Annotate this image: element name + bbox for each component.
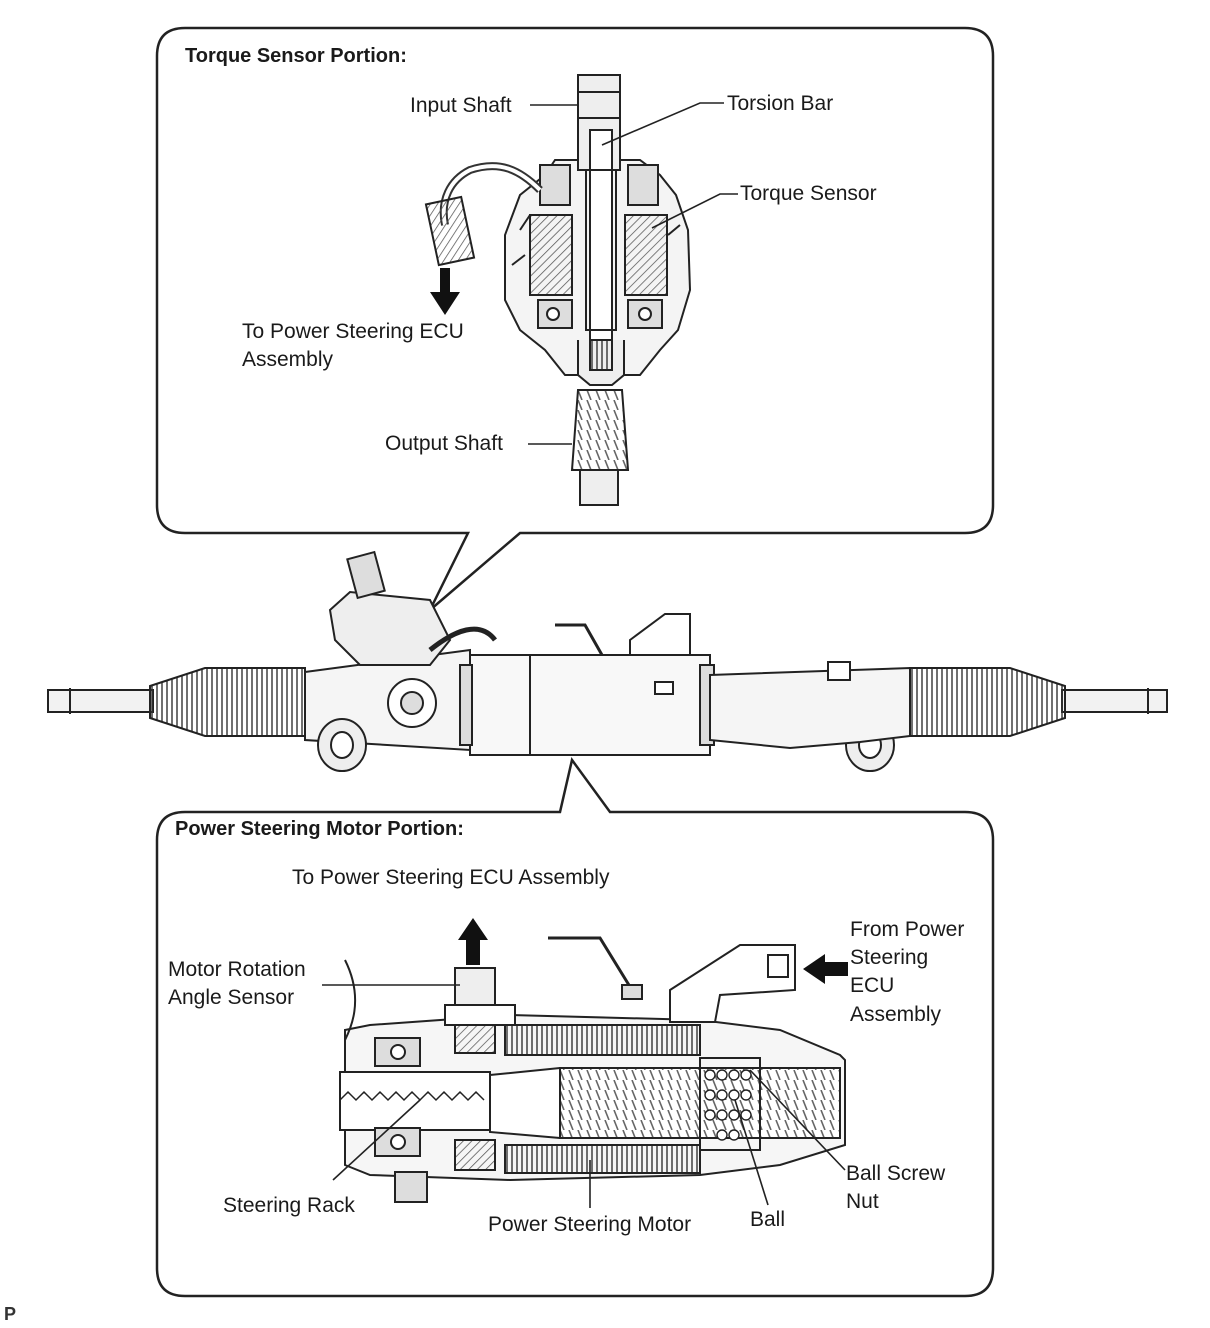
label-to-ecu-bottom: To Power Steering ECU Assembly xyxy=(292,866,610,889)
label-power-steering-motor: Power Steering Motor xyxy=(488,1213,692,1236)
label-ball-screw-nut-line1: Ball Screw xyxy=(846,1162,946,1185)
arrow-down-icon xyxy=(430,268,460,315)
label-torque-sensor: Torque Sensor xyxy=(740,182,877,205)
corner-tag: P xyxy=(4,1304,17,1324)
bottom-leader-lines xyxy=(322,984,846,1208)
bottom-panel-heading: Power Steering Motor Portion: xyxy=(175,818,464,840)
label-to-ecu-top-line2: Assembly xyxy=(242,348,334,371)
label-steering-rack: Steering Rack xyxy=(223,1194,355,1217)
arrow-up-icon xyxy=(458,918,488,965)
label-ball-screw-nut-line2: Nut xyxy=(846,1190,879,1213)
label-from-ecu-line3: ECU xyxy=(850,974,895,997)
top-leader-lines xyxy=(528,102,738,445)
label-to-ecu-top-line1: To Power Steering ECU xyxy=(242,320,464,343)
motor-cross-section-illustration xyxy=(339,936,846,1203)
label-from-ecu-line2: Steering xyxy=(850,946,929,969)
label-from-ecu-line1: From Power xyxy=(850,918,965,941)
label-ball: Ball xyxy=(750,1208,786,1231)
torque-sensor-illustration xyxy=(424,74,692,506)
label-motor-rotation-line2: Angle Sensor xyxy=(168,986,295,1009)
arrow-left-icon xyxy=(803,954,848,984)
label-torsion-bar: Torsion Bar xyxy=(727,92,834,115)
top-panel-heading: Torque Sensor Portion: xyxy=(185,45,407,67)
label-input-shaft: Input Shaft xyxy=(410,94,512,117)
label-motor-rotation-line1: Motor Rotation xyxy=(168,958,306,981)
label-from-ecu-line4: Assembly xyxy=(850,1003,942,1026)
steering-gear-assembly xyxy=(47,550,1168,772)
label-output-shaft: Output Shaft xyxy=(385,432,503,455)
